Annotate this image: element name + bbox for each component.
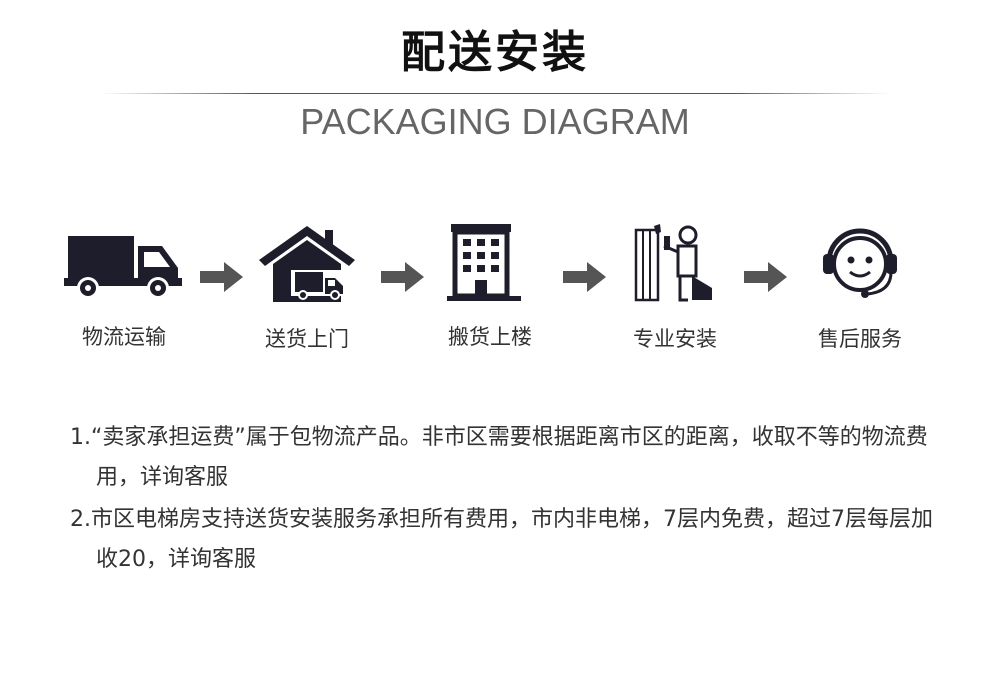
step-label-professional-install: 专业安装	[633, 327, 717, 351]
installer-icon	[634, 224, 712, 302]
step-label-carry-upstairs: 搬货上楼	[448, 325, 532, 349]
notes: 1.“卖家承担运费”属于包物流产品。非市区需要根据距离市区的距离，收取不等的物流…	[70, 418, 950, 582]
step-logistics: 物流运输	[54, 222, 194, 350]
step-door-delivery: 送货上门	[237, 222, 377, 352]
step-professional-install: 专业安装	[605, 222, 745, 352]
step-after-sales: 售后服务	[790, 222, 930, 352]
note-item: 2.市区电梯房支持送货安装服务承担所有费用，市内非电梯，7层内免费，超过7层每层…	[70, 507, 933, 572]
step-label-door-delivery: 送货上门	[265, 327, 349, 351]
step-label-after-sales: 售后服务	[818, 327, 902, 351]
page-title: 配送安装	[401, 27, 589, 78]
delivery-steps: 物流运输 送货上门	[0, 222, 990, 362]
arrow-right-icon	[381, 262, 424, 292]
title-divider	[100, 93, 890, 94]
note-item: 1.“卖家承担运费”属于包物流产品。非市区需要根据距离市区的距离，收取不等的物流…	[70, 425, 928, 490]
house-delivery-icon	[259, 226, 355, 302]
step-label-logistics: 物流运输	[82, 325, 166, 349]
step-carry-upstairs: 搬货上楼	[420, 222, 560, 350]
arrow-right-icon	[200, 262, 243, 292]
arrow-right-icon	[744, 262, 787, 292]
truck-icon	[64, 236, 182, 299]
headset-support-icon	[823, 228, 897, 298]
arrow-right-icon	[563, 262, 606, 292]
page-subtitle: PACKAGING DIAGRAM	[300, 101, 690, 142]
building-icon	[447, 224, 521, 301]
